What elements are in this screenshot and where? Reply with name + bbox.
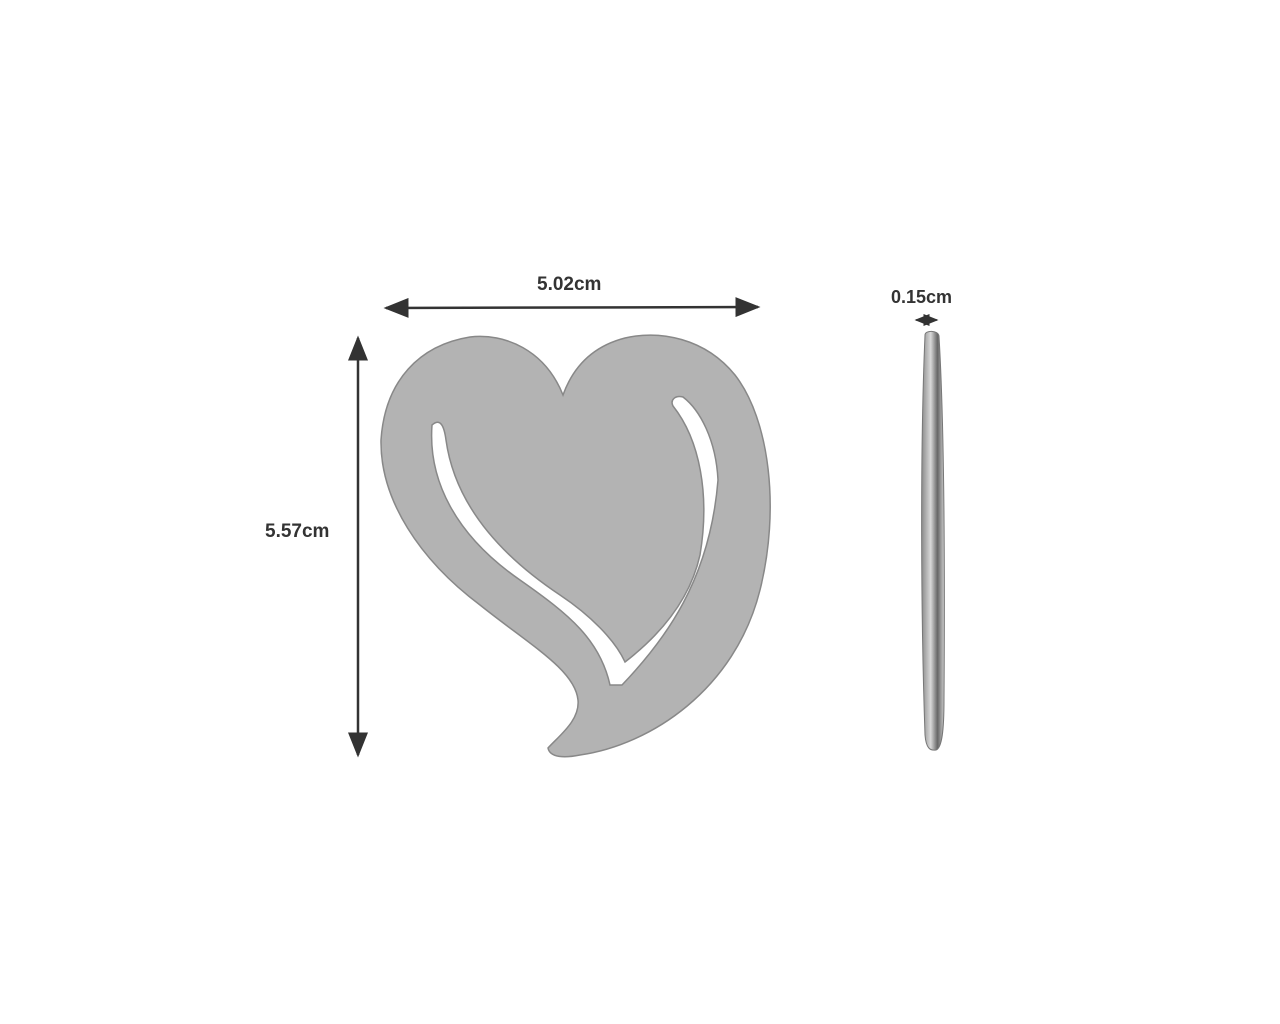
width-label: 5.02cm <box>537 274 602 295</box>
heart-bookmark-front <box>380 334 771 758</box>
height-label: 5.57cm <box>265 521 330 542</box>
heart-bookmark-side <box>921 330 945 751</box>
thickness-label: 0.15cm <box>891 287 953 307</box>
width-arrow <box>383 297 761 318</box>
